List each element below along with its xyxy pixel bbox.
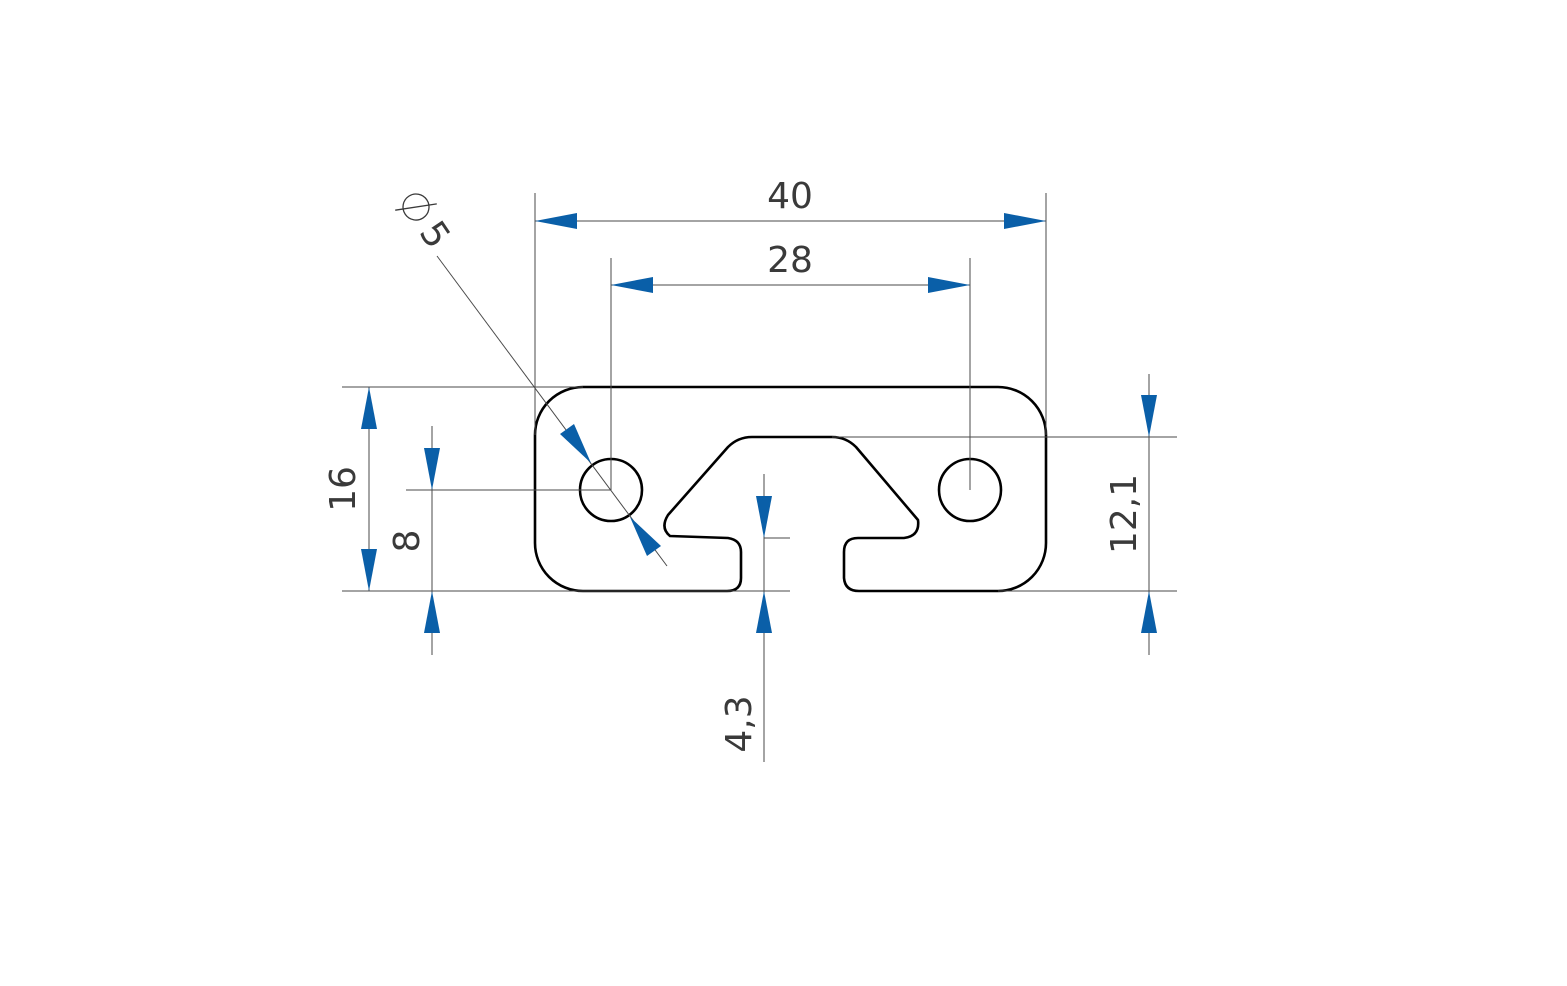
arrow-8-bottom bbox=[424, 591, 440, 633]
arrow-28-left bbox=[611, 277, 653, 293]
label-slot-opening: 4,3 bbox=[719, 695, 760, 752]
arrow-12-1-bottom bbox=[1141, 591, 1157, 633]
label-overall-height: 16 bbox=[323, 466, 364, 512]
arrow-16-top bbox=[361, 387, 377, 429]
arrow-diameter-lower bbox=[630, 517, 661, 556]
outer-contour bbox=[533, 385, 1048, 593]
arrow-28-right bbox=[928, 277, 970, 293]
diameter-icon bbox=[395, 193, 437, 221]
diameter-annotation: 5 bbox=[395, 193, 458, 256]
label-hole-center-height: 8 bbox=[387, 530, 428, 553]
label-hole-spacing: 28 bbox=[767, 240, 813, 281]
extension-lines bbox=[342, 193, 1177, 592]
label-overall-width: 40 bbox=[767, 176, 813, 217]
arrow-16-bottom bbox=[361, 549, 377, 591]
dimension-lines bbox=[368, 220, 1150, 762]
dim-line-diameter bbox=[436, 255, 668, 567]
arrow-8-top bbox=[424, 448, 440, 490]
arrow-40-left bbox=[535, 213, 577, 229]
profile-outline bbox=[533, 385, 1048, 593]
dimension-labels: 40 28 16 8 12,1 4,3 5 bbox=[323, 176, 1145, 753]
label-slot-depth: 12,1 bbox=[1104, 474, 1145, 554]
arrow-4-3-bottom bbox=[756, 591, 772, 633]
arrow-4-3-top bbox=[756, 496, 772, 538]
arrowheads bbox=[361, 213, 1157, 633]
arrow-12-1-top bbox=[1141, 395, 1157, 437]
arrow-40-right bbox=[1004, 213, 1046, 229]
arrow-diameter-upper bbox=[560, 424, 591, 463]
